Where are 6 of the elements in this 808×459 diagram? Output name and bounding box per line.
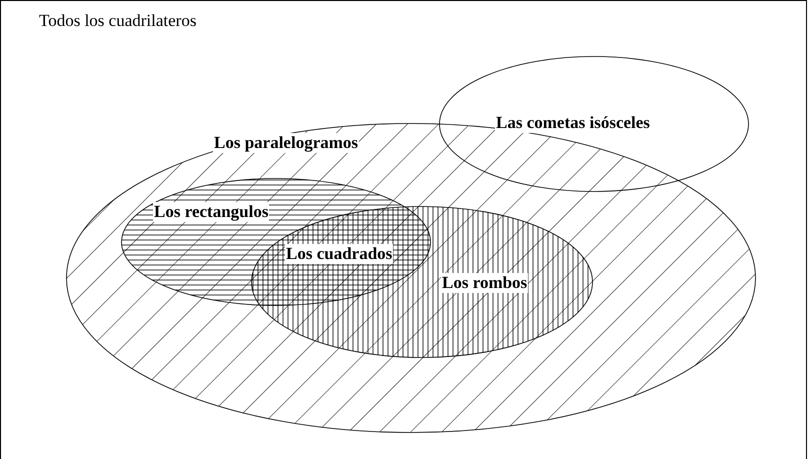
set-label: Los rectangulos: [153, 202, 270, 222]
set-label: Los cuadrados: [285, 244, 394, 264]
set-label: Los paralelogramos: [213, 133, 360, 153]
set-label: Los rombos: [441, 273, 528, 293]
title-text: Todos los cuadrilateros: [39, 11, 196, 31]
set-label: Las cometas isósceles: [495, 113, 651, 133]
